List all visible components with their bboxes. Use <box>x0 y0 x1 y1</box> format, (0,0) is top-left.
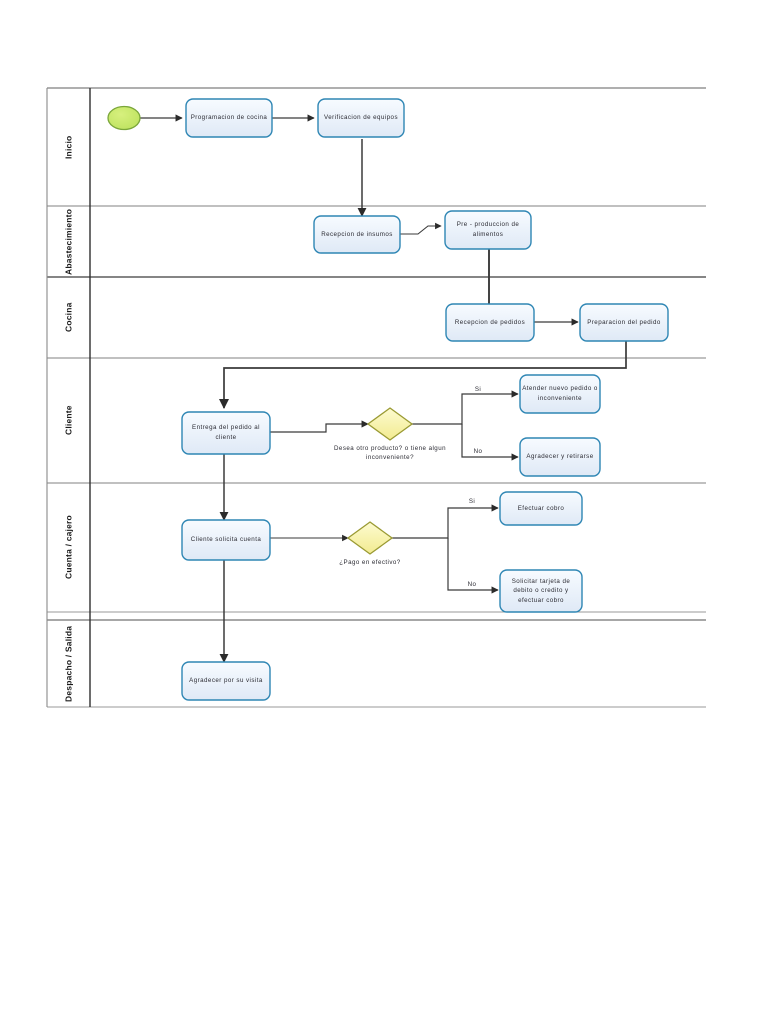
task-shape-solicitar-tarjeta <box>499 569 583 613</box>
edge-gateway-si-atender <box>412 390 519 425</box>
lane-label-despacho-salida: Despacho / Salida <box>47 620 90 707</box>
edge-insumos-to-preproduccion <box>400 222 442 235</box>
lane-label-cliente: Cliente <box>47 358 90 483</box>
task-shape-entrega-pedido <box>181 411 271 455</box>
edge-label-cliente-no: No <box>473 448 483 455</box>
task-shape-agradecer-visita <box>181 661 271 701</box>
lane-label-abastecimiento: Abastecimiento <box>47 206 90 277</box>
edge-label-pago-no: No <box>467 581 477 588</box>
task-shape-preparacion-pedido <box>579 303 669 342</box>
task-shape-recepcion-pedidos <box>445 303 535 342</box>
edge-preparacion-to-entrega <box>218 341 627 410</box>
task-shape-programacion-cocina <box>185 98 273 138</box>
lane-label-cuenta-cajero: Cuenta / cajero <box>47 483 90 612</box>
lane-label-despacho-salida-text: Despacho / Salida <box>63 625 74 702</box>
lane-label-cocina-text: Cocina <box>63 302 74 333</box>
task-shape-efectuar-cobro <box>499 491 583 526</box>
edge-pago-no-tarjeta <box>447 538 499 594</box>
gateway-caption-pago: ¿Pago en efectivo? <box>339 559 401 566</box>
edge-label-cliente-si: Si <box>474 386 482 393</box>
edge-gateway-no-agradecer <box>461 424 519 461</box>
lane-label-cocina: Cocina <box>47 277 90 358</box>
gateway-caption-cliente: Desea otro producto? o tiene algun incon… <box>334 445 446 462</box>
lane-grid <box>46 87 706 708</box>
task-shape-cliente-solicita-cuenta <box>181 519 271 561</box>
task-shape-atender-nuevo <box>519 374 601 414</box>
task-shape-verificacion-equipos <box>317 98 405 138</box>
lane-label-inicio: Inicio <box>47 88 90 206</box>
start-event-shape <box>107 105 141 131</box>
task-shape-pre-produccion <box>444 210 532 250</box>
node-shapes <box>107 98 669 701</box>
edge-pago-si-efectuar <box>392 504 499 539</box>
edge-entrega-to-gateway-cliente <box>262 420 369 433</box>
task-shape-agradecer-retirarse <box>519 437 601 477</box>
lane-label-cuenta-cajero-text: Cuenta / cajero <box>63 515 74 580</box>
gateway-shape-cliente <box>366 407 414 441</box>
lane-label-inicio-text: Inicio <box>63 135 74 159</box>
lane-label-abastecimiento-text: Abastecimiento <box>63 208 74 275</box>
lane-label-cliente-text: Cliente <box>63 405 74 436</box>
gateway-shape-pago <box>346 521 394 555</box>
edge-label-pago-si: Si <box>468 498 476 505</box>
task-shape-recepcion-insumos <box>313 215 401 254</box>
connectors <box>140 114 627 663</box>
